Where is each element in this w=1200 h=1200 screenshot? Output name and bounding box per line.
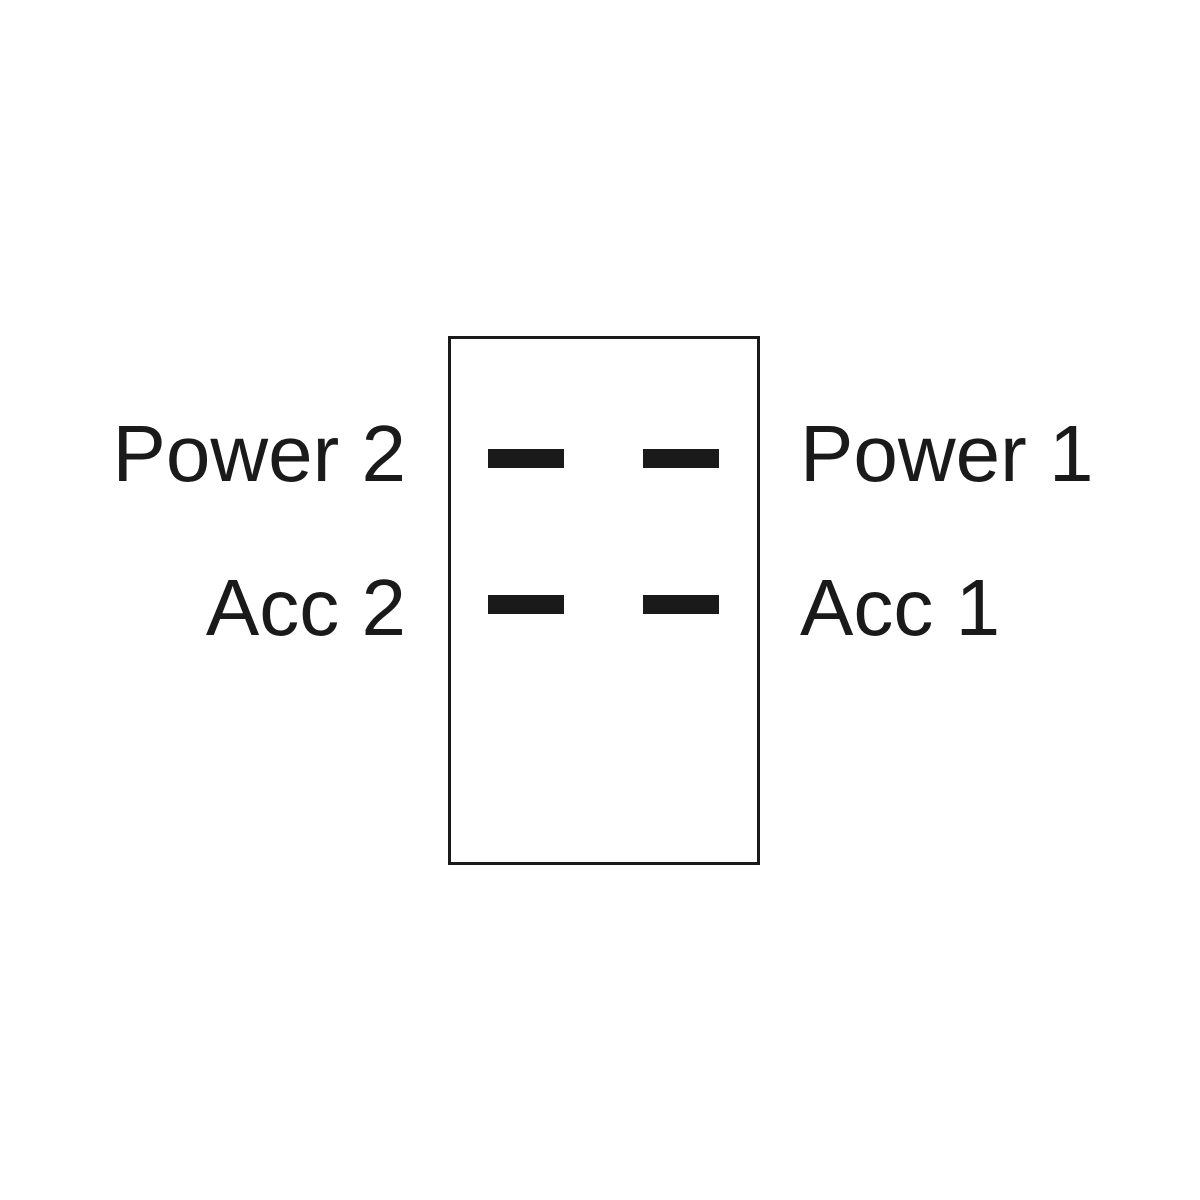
switch-body-outline: [448, 336, 760, 865]
terminal-power-1: [643, 449, 719, 468]
label-power-2: Power 2: [112, 409, 406, 498]
label-power-1: Power 1: [800, 409, 1094, 498]
terminal-acc-2: [488, 595, 564, 614]
terminal-power-2: [488, 449, 564, 468]
terminal-acc-1: [643, 595, 719, 614]
label-acc-1: Acc 1: [800, 563, 1001, 652]
label-acc-2: Acc 2: [205, 563, 406, 652]
